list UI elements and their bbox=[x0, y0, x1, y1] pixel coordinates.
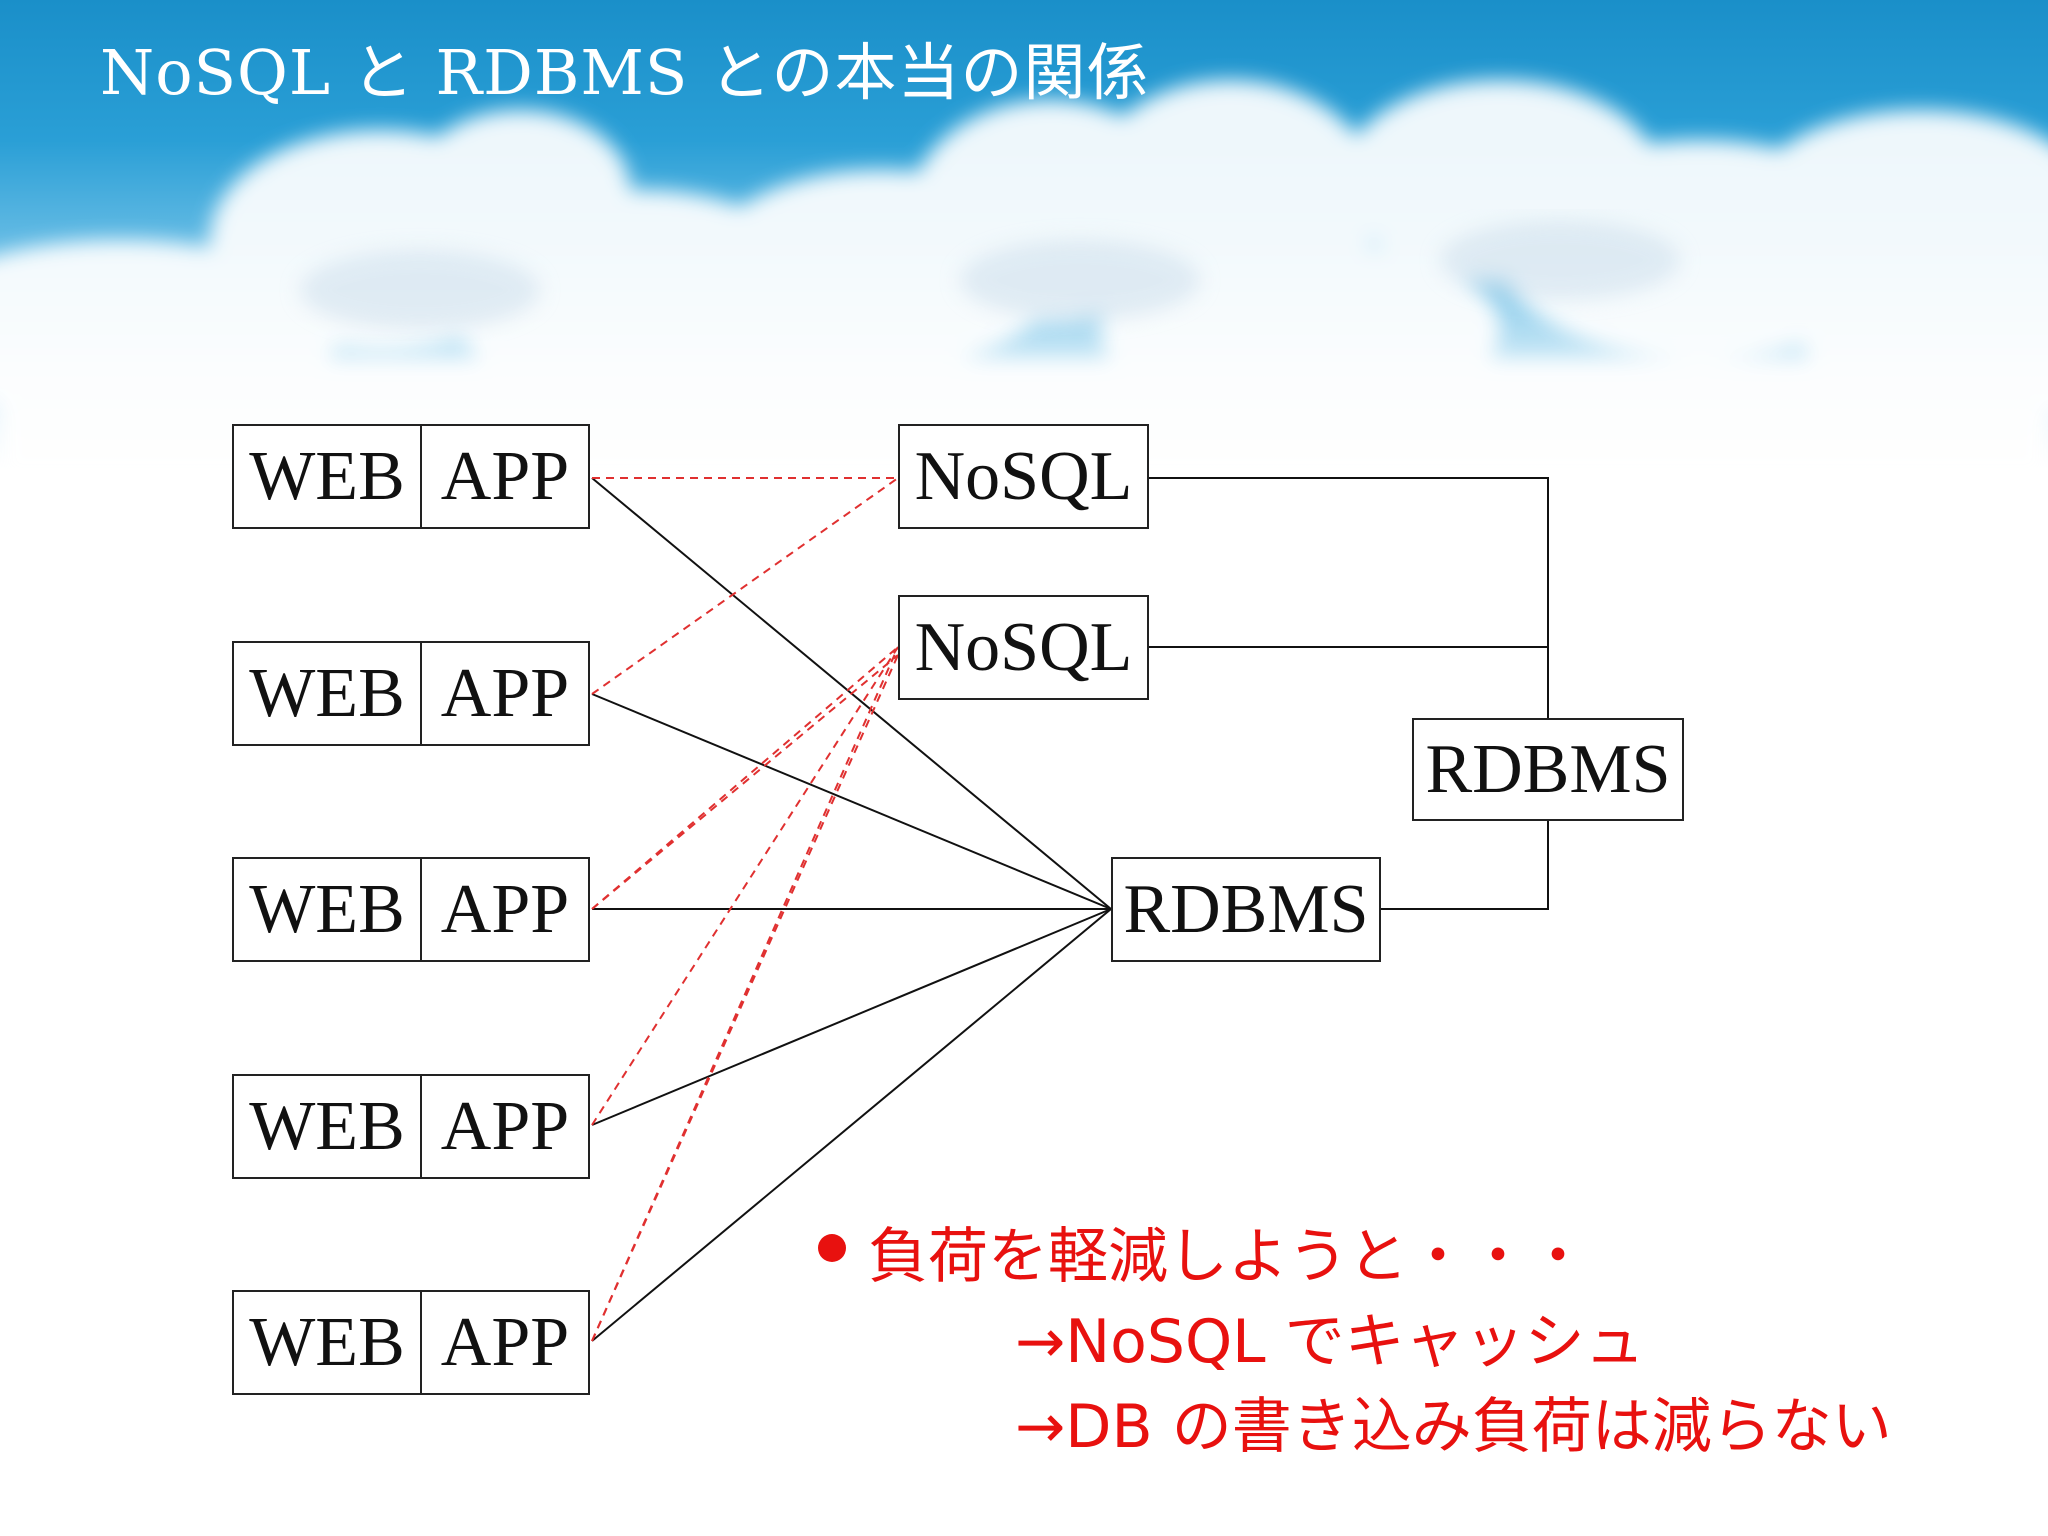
app4-to-rdbms-line bbox=[591, 908, 1112, 1126]
nosql-box-2: NoSQL bbox=[898, 595, 1149, 700]
app2-to-rdbms-line bbox=[591, 693, 1112, 910]
web-box-1: WEB bbox=[232, 424, 422, 529]
web-box-3: WEB bbox=[232, 857, 422, 962]
app3-to-nosql2-dashed bbox=[591, 646, 899, 910]
app-box-4: APP bbox=[420, 1074, 590, 1179]
web-box-2: WEB bbox=[232, 641, 422, 746]
nosql1-to-rdbms-line bbox=[1149, 477, 1549, 718]
bullet-icon bbox=[818, 1234, 846, 1262]
note-line-1: 負荷を軽減しようと・・・ bbox=[868, 1222, 1588, 1292]
app-box-3: APP bbox=[420, 857, 590, 962]
cloud-banner bbox=[0, 80, 2048, 470]
note-line-3: →DB の書き込み負荷は減らない bbox=[1015, 1392, 1892, 1462]
rdbms-to-master-line bbox=[1381, 820, 1549, 910]
rdbms-box-central: RDBMS bbox=[1111, 857, 1381, 962]
app5-to-rdbms-line bbox=[591, 908, 1112, 1342]
web-box-4: WEB bbox=[232, 1074, 422, 1179]
note-line-2: →NoSQL でキャッシュ bbox=[1015, 1307, 1645, 1377]
app-box-1: APP bbox=[420, 424, 590, 529]
app-box-5: APP bbox=[420, 1290, 590, 1395]
nosql-box-1: NoSQL bbox=[898, 424, 1149, 529]
web-box-5: WEB bbox=[232, 1290, 422, 1395]
rdbms-box-master: RDBMS bbox=[1412, 718, 1684, 821]
app-box-2: APP bbox=[420, 641, 590, 746]
app2-to-nosql1-dashed bbox=[591, 477, 899, 695]
slide-title: NoSQL と RDBMS との本当の関係 bbox=[100, 36, 1150, 109]
app3-to-nosql2-dashed-b bbox=[591, 654, 899, 910]
app4-to-nosql2-dashed bbox=[591, 646, 899, 1126]
